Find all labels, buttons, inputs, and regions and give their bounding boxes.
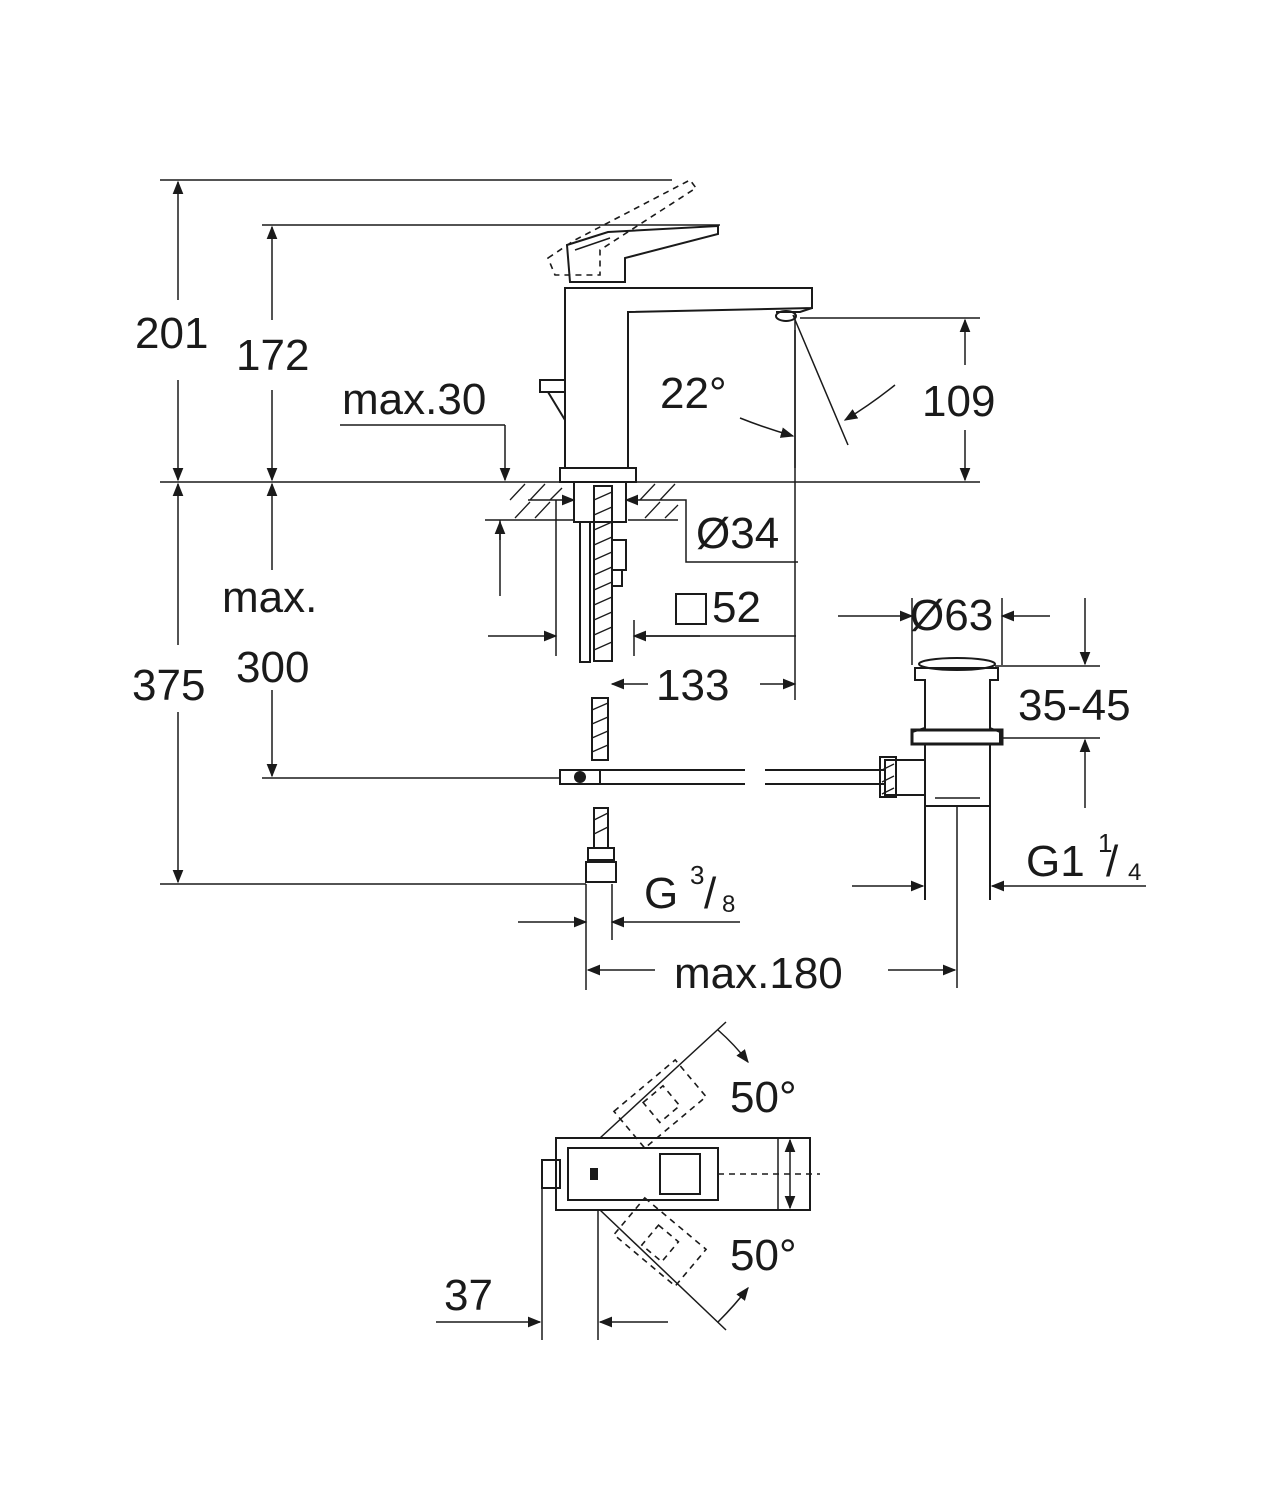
dim-diameter-34: Ø34 bbox=[696, 509, 779, 558]
g1-main: G1 bbox=[1026, 837, 1085, 886]
g1-denominator: 4 bbox=[1128, 859, 1141, 886]
faucet-body bbox=[160, 178, 980, 883]
dim-max30: max.30 bbox=[342, 375, 486, 424]
dim-angle-22: 22° bbox=[660, 369, 727, 418]
dim-angle-50-top: 50° bbox=[730, 1073, 797, 1122]
dim-35-45: 35-45 bbox=[1018, 681, 1131, 730]
dim-diameter-63: Ø63 bbox=[910, 591, 993, 640]
dim-172: 172 bbox=[236, 331, 309, 380]
dim-square-52: 52 bbox=[712, 583, 761, 632]
thread-g1-1-4: G1 1 / 4 bbox=[1026, 828, 1141, 886]
dim-109: 109 bbox=[922, 377, 995, 426]
g38-main: G bbox=[644, 869, 678, 918]
waste-drain bbox=[879, 657, 1004, 988]
dim-300: 300 bbox=[236, 643, 309, 692]
dim-max-label: max. bbox=[222, 573, 317, 622]
g1-slash: / bbox=[1106, 837, 1119, 886]
g38-denominator: 8 bbox=[722, 891, 735, 918]
g38-numerator: 3 bbox=[690, 860, 704, 890]
dim-angle-50-bottom: 50° bbox=[730, 1231, 797, 1280]
dim-375: 375 bbox=[132, 661, 205, 710]
dim-37: 37 bbox=[444, 1271, 493, 1320]
thread-g-3-8: G 3 / 8 bbox=[644, 860, 735, 918]
dim-max180: max.180 bbox=[674, 949, 843, 998]
dim-133: 133 bbox=[656, 661, 729, 710]
g38-slash: / bbox=[704, 869, 717, 918]
dim-201: 201 bbox=[135, 309, 208, 358]
top-view bbox=[436, 1021, 820, 1340]
dimension-lines bbox=[160, 179, 1146, 990]
g1-numerator: 1 bbox=[1098, 828, 1112, 858]
